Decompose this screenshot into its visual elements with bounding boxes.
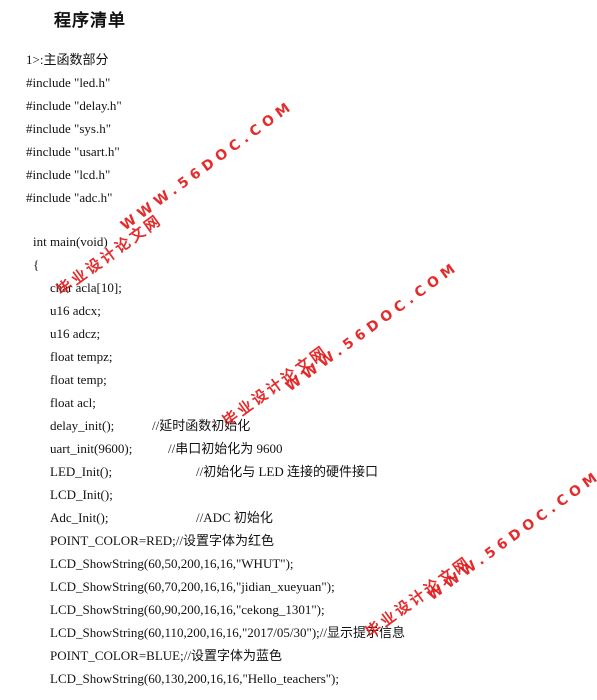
code-line: LCD_ShowString(60,50,200,16,16,"WHUT"); [50,556,294,572]
code-line: #include "usart.h" [26,144,120,160]
code-line: u16 adcx; [50,303,101,319]
code-text: LCD_ShowString(60,50,200,16,16,"WHUT"); [50,556,294,571]
code-text: float tempz; [50,349,113,364]
code-comment: //串口初始化为 9600 [168,441,283,456]
watermark-cn: 毕业设计论文网 [362,552,475,642]
code-text: #include "delay.h" [26,98,122,113]
code-comment: //ADC 初始化 [196,510,273,525]
code-line: #include "delay.h" [26,98,122,114]
watermark-en: WWW.56DOC.COM [283,258,463,395]
watermark-en: WWW.56DOC.COM [425,467,597,604]
code-line: float tempz; [50,349,112,365]
code-line: 1>:主函数部分 [26,52,108,68]
code-line: LCD_ShowString(60,70,200,16,16,"jidian_x… [50,579,335,595]
code-line: LCD_ShowString(60,110,200,16,16,"2017/05… [50,625,405,641]
code-text: float temp; [50,372,107,387]
code-text: #include "adc.h" [26,190,113,205]
code-text: LCD_ShowString(60,70,200,16,16,"jidian_x… [50,579,335,594]
code-line: LCD_ShowString(60,130,200,16,16,"Hello_t… [50,671,339,687]
code-line: int main(void) [33,234,108,250]
code-text: float acl; [50,395,96,410]
code-line: { [33,257,39,273]
code-line: delay_init(); [50,418,114,434]
code-line: #include "led.h" [26,75,110,91]
code-text: u16 adcx; [50,303,101,318]
code-text: Adc_Init(); [50,510,109,525]
page-title: 程序清单 [54,11,126,31]
watermark: WWW.56DOC.COM [283,258,462,395]
code-text: char acla[10]; [50,280,122,295]
code-text: #include "sys.h" [26,121,111,136]
code-line: Adc_Init(); [50,510,108,526]
code-line: u16 adcz; [50,326,100,342]
code-line: float acl; [50,395,96,411]
code-line: uart_init(9600); [50,441,132,457]
code-text: LCD_ShowString(60,110,200,16,16,"2017/05… [50,625,405,640]
code-text: int main(void) [33,234,108,249]
code-line: char acla[10]; [50,280,122,296]
watermark: WWW.56DOC.COM [425,467,597,604]
watermark: 毕业设计论文网 [218,340,332,431]
watermark: 毕业设计论文网 [361,551,475,642]
watermark: WWW.56DOC.COM [118,97,297,234]
code-text: LCD_Init(); [50,487,113,502]
code-comment: //延时函数初始化 [152,418,251,433]
code-text: #include "lcd.h" [26,167,111,182]
code-text: #include "usart.h" [26,144,120,159]
watermark-cn: 毕业设计论文网 [219,341,332,431]
code-text: 1>:主函数部分 [26,52,109,67]
code-text: u16 adcz; [50,326,101,341]
code-line: POINT_COLOR=BLUE;//设置字体为蓝色 [50,648,282,664]
code-text: LED_Init(); [50,464,113,479]
code-line: float temp; [50,372,107,388]
code-text: POINT_COLOR=RED;//设置字体为红色 [50,533,275,548]
code-comment: //初始化与 LED 连接的硬件接口 [196,464,378,479]
code-text: LCD_ShowString(60,90,200,16,16,"cekong_1… [50,602,325,617]
code-line: LCD_Init(); [50,487,113,503]
code-line: LED_Init(); [50,464,112,480]
code-line: #include "adc.h" [26,190,112,206]
code-line: #include "lcd.h" [26,167,110,183]
code-text: { [33,257,40,272]
watermark-en: WWW.56DOC.COM [118,97,298,234]
code-line: LCD_ShowString(60,90,200,16,16,"cekong_1… [50,602,325,618]
code-text: delay_init(); [50,418,115,433]
code-text: POINT_COLOR=BLUE;//设置字体为蓝色 [50,648,282,663]
code-line: POINT_COLOR=RED;//设置字体为红色 [50,533,274,549]
code-text: LCD_ShowString(60,130,200,16,16,"Hello_t… [50,671,339,686]
code-text: #include "led.h" [26,75,111,90]
code-text: uart_init(9600); [50,441,133,456]
code-line: #include "sys.h" [26,121,111,137]
